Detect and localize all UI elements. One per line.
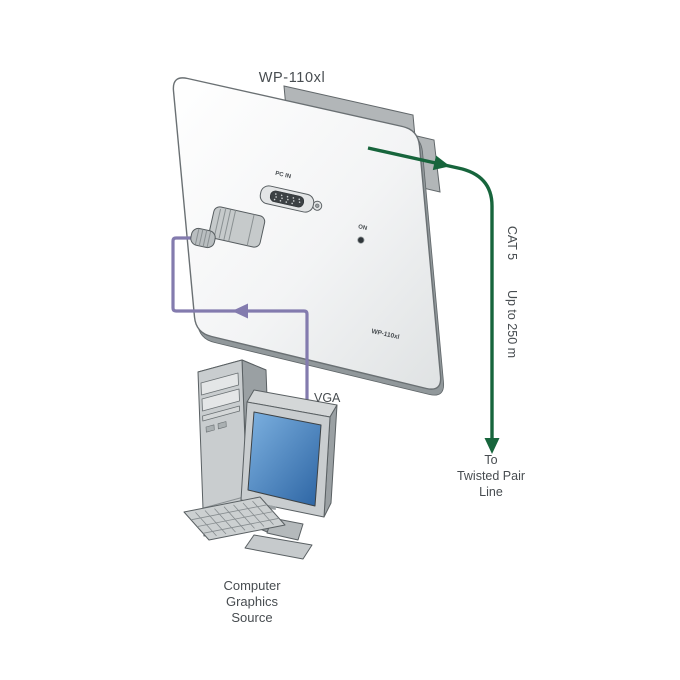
cat5-flow-arrow-icon (432, 155, 450, 171)
vga-connector-assembly: PC IN (190, 171, 323, 249)
cat5-type-label-group: CAT 5 (505, 226, 519, 260)
destination-line-3: Line (479, 485, 503, 499)
power-led-icon (357, 236, 365, 244)
cable-strain-relief (190, 227, 216, 249)
source-line-3: Source (231, 610, 272, 625)
dsub-socket-icon (269, 190, 305, 208)
port-screw-center-icon (315, 203, 320, 208)
destination-line-1: To (484, 453, 497, 467)
vga-cable-line (171, 236, 309, 408)
cat5-distance-label: Up to 250 m (505, 290, 519, 358)
strain-relief-body (190, 227, 216, 249)
cat5-destination-label: To Twisted Pair Line (457, 453, 525, 499)
pc-in-label: PC IN (275, 171, 292, 180)
page-title: WP-110xl (259, 70, 326, 86)
vga-label: VGA (314, 391, 341, 405)
backshell-ridges (213, 208, 255, 246)
computer-keyboard (183, 496, 286, 541)
source-line-2: Graphics (226, 594, 279, 609)
power-indicator: ON (357, 224, 368, 244)
pc-in-port: PC IN (259, 171, 323, 213)
destination-line-2: Twisted Pair (457, 469, 525, 483)
tower-button-1 (205, 424, 215, 433)
keyboard-keys (190, 500, 280, 537)
monitor-screen (247, 411, 322, 507)
tower-button-2 (217, 421, 227, 430)
tower-drive-bay-2 (201, 388, 240, 412)
source-line-1: Computer (223, 578, 281, 593)
cat5-end-arrow-icon (484, 438, 500, 454)
cat5-type-label: CAT 5 (505, 226, 519, 260)
tower-floppy-slot (202, 405, 241, 422)
cat5-line (367, 146, 494, 440)
strain-relief-ridges (194, 228, 212, 248)
vga-connection (171, 236, 309, 408)
vga-plug-backshell (208, 206, 266, 248)
cat5-distance-label-group: Up to 250 m (505, 290, 519, 358)
source-caption: Computer Graphics Source (223, 578, 281, 625)
dsub-pins (273, 193, 301, 205)
cat5-connection: CAT 5 Up to 250 m To Twisted Pair Line (367, 146, 525, 499)
tower-drive-bay-1 (200, 372, 239, 396)
vga-flow-arrow-icon (232, 303, 248, 319)
backshell-body (208, 206, 266, 248)
cat5-flow-arrow-shape (432, 155, 450, 171)
computer-illustration (183, 359, 338, 560)
tower-bottom-seam (203, 495, 248, 509)
computer-monitor (240, 389, 338, 560)
monitor-base (244, 534, 313, 560)
on-label: ON (357, 224, 367, 232)
